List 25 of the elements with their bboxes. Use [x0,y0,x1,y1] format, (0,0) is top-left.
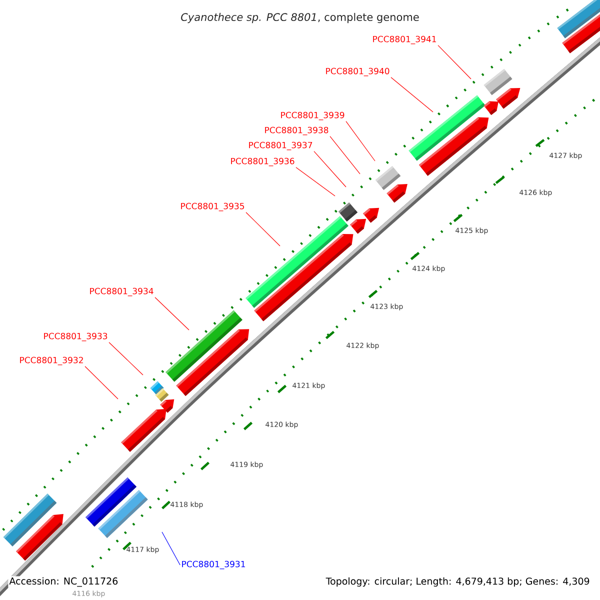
leader-line [162,532,180,566]
gene-label: PCC8801_3935 [181,202,244,212]
gene-label: PCC8801_3940 [326,68,390,76]
leader-line [390,77,434,112]
gene-label: PCC8801_3933 [44,332,108,342]
leader-line [246,212,280,246]
leader-line [314,151,346,188]
gene-label: PCC8801_3931 [182,560,245,570]
leader-line [84,366,118,400]
summary-text: Topology: circular; Length: 4,679,413 bp; Genes: 4,309 [326,577,590,587]
leader-line [108,342,144,376]
accession-text: Accession: NC_011726 [8,576,120,588]
leader-line [296,167,336,196]
gene-label: PCC8801_3941 [373,36,436,44]
title: Cyanothece sp. PCC 8801, complete genome [181,12,419,24]
gene-label: PCC8801_3938 [265,126,328,136]
leader-line [438,45,472,80]
leader-line [346,121,376,162]
leader-line [330,136,360,174]
gene-label: PCC8801_3937 [249,142,312,150]
gene-label: PCC8801_3939 [281,112,344,120]
gene-label: PCC8801_3934 [90,288,154,296]
gene-label: PCC8801_3932 [20,356,83,366]
leader-line [154,297,190,330]
gene-label: PCC8801_3936 [231,158,294,166]
